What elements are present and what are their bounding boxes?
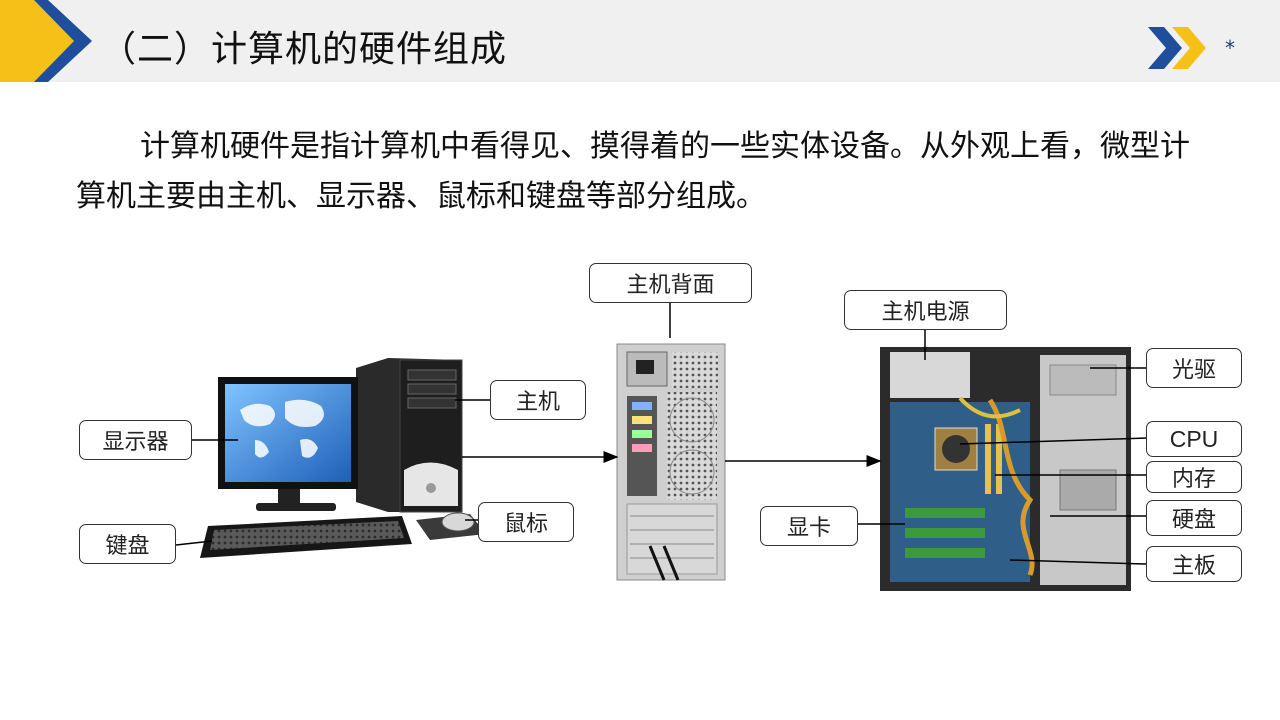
label-cpu: CPU xyxy=(1146,421,1242,457)
label-hard-disk: 硬盘 xyxy=(1146,500,1242,536)
host-interior-image xyxy=(880,347,1131,591)
double-chevron-icon xyxy=(1148,27,1206,69)
label-optical-drive: 光驱 xyxy=(1146,348,1242,388)
corner-chevron-icon xyxy=(0,0,92,82)
page-title: （二）计算机的硬件组成 xyxy=(100,29,508,70)
label-memory: 内存 xyxy=(1146,461,1242,493)
label-mouse: 鼠标 xyxy=(478,502,574,542)
leader-line-motherboard xyxy=(1009,559,1147,565)
leader-line-keyboard xyxy=(175,540,213,546)
header-band xyxy=(0,0,1280,82)
label-host-back: 主机背面 xyxy=(589,263,752,303)
desktop-computer-image xyxy=(200,358,486,558)
label-graphics-card: 显卡 xyxy=(760,506,858,546)
host-back-image xyxy=(616,343,726,581)
label-monitor: 显示器 xyxy=(79,420,192,460)
label-keyboard: 键盘 xyxy=(79,524,176,564)
page-mark: * xyxy=(1225,36,1235,60)
intro-paragraph: 计算机硬件是指计算机中看得见、摸得着的一些实体设备。从外观上看，微型计算机主要由… xyxy=(76,129,1190,214)
leader-line-cpu xyxy=(959,437,1147,445)
label-power-supply: 主机电源 xyxy=(844,290,1007,330)
label-motherboard: 主板 xyxy=(1146,546,1242,582)
label-host: 主机 xyxy=(490,380,586,420)
